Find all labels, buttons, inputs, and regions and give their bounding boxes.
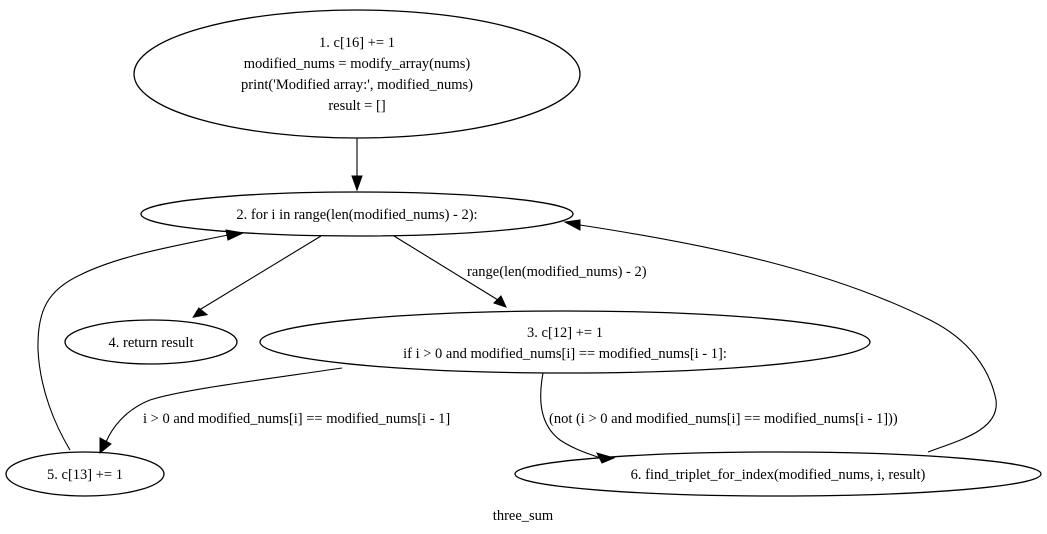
node-4-line-1: 4. return result bbox=[109, 335, 194, 351]
graph-title: three_sum bbox=[493, 508, 554, 524]
edge-2-to-3-label: range(len(modified_nums) - 2) bbox=[467, 264, 647, 280]
node-4: 4. return result bbox=[64, 319, 238, 365]
edge-6-to-2 bbox=[563, 219, 997, 453]
node-5: 5. c[13] += 1 bbox=[5, 451, 165, 497]
node-1-line-2: modified_nums = modify_array(nums) bbox=[244, 56, 471, 72]
edge-3-to-6: (not (i > 0 and modified_nums[i] == modi… bbox=[540, 372, 898, 464]
node-3: 3. c[12] += 1 if i > 0 and modified_nums… bbox=[259, 310, 871, 374]
edge-2-to-3-line bbox=[393, 235, 499, 301]
node-1-shape bbox=[133, 9, 581, 139]
edge-3-to-5: i > 0 and modified_nums[i] == modified_n… bbox=[99, 367, 450, 455]
edge-5-to-2-line bbox=[37, 234, 229, 451]
edge-2-to-4-line bbox=[195, 235, 322, 313]
node-5-shape bbox=[5, 451, 165, 497]
node-2-shape bbox=[140, 191, 574, 237]
edge-1-to-2 bbox=[351, 138, 363, 192]
edge-6-to-2-arrowhead bbox=[563, 219, 581, 231]
node-1: 1. c[16] += 1 modified_nums = modify_arr… bbox=[133, 9, 581, 139]
edge-3-to-5-arrowhead bbox=[99, 437, 112, 455]
edge-1-to-2-arrowhead bbox=[351, 175, 363, 192]
node-1-line-4: result = [] bbox=[328, 98, 385, 114]
edge-6-to-2-line bbox=[579, 224, 997, 453]
node-3-shape bbox=[259, 310, 871, 374]
edge-5-to-2 bbox=[37, 229, 245, 451]
node-1-line-1: 1. c[16] += 1 bbox=[319, 35, 395, 51]
node-4-shape bbox=[64, 319, 238, 365]
node-1-line-3: print('Modified array:', modified_nums) bbox=[241, 77, 473, 93]
node-6: 6. find_triplet_for_index(modified_nums,… bbox=[514, 451, 1042, 497]
node-6-line-1: 6. find_triplet_for_index(modified_nums,… bbox=[631, 467, 926, 483]
node-5-line-1: 5. c[13] += 1 bbox=[47, 467, 123, 483]
node-2: 2. for i in range(len(modified_nums) - 2… bbox=[140, 191, 574, 237]
edge-3-to-6-arrowhead bbox=[596, 452, 616, 464]
edge-2-to-3: range(len(modified_nums) - 2) bbox=[393, 235, 647, 308]
edge-2-to-3-arrowhead bbox=[493, 295, 507, 308]
node-3-line-1: 3. c[12] += 1 bbox=[527, 325, 603, 341]
edge-3-to-5-label: i > 0 and modified_nums[i] == modified_n… bbox=[143, 411, 450, 427]
node-6-shape bbox=[514, 451, 1042, 497]
edge-2-to-4-arrowhead bbox=[192, 307, 209, 318]
edge-3-to-5-line bbox=[105, 367, 343, 443]
node-2-line-1: 2. for i in range(len(modified_nums) - 2… bbox=[236, 207, 477, 223]
edge-3-to-6-label: (not (i > 0 and modified_nums[i] == modi… bbox=[549, 411, 898, 427]
edge-5-to-2-arrowhead bbox=[225, 229, 245, 241]
edge-3-to-6-line bbox=[540, 372, 601, 459]
node-3-line-2: if i > 0 and modified_nums[i] == modifie… bbox=[403, 346, 727, 362]
edge-2-to-4 bbox=[192, 235, 322, 318]
